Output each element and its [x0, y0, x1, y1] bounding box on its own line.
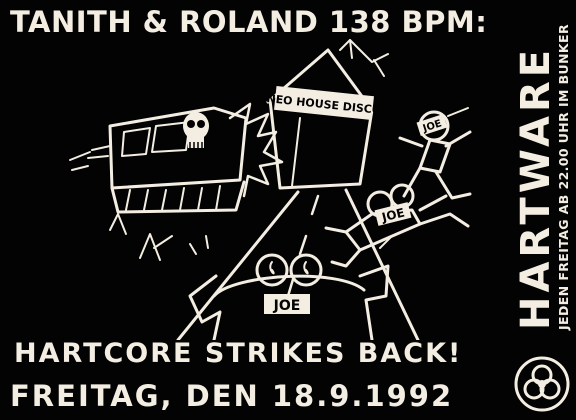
flyer-headline: TANITH & ROLAND 138 BPM:: [10, 5, 488, 39]
skull-icon: [183, 112, 209, 148]
tent-sign: [274, 85, 374, 121]
cartoon-illustration: NEO HOUSE DISCO JOE JOE JOE: [69, 39, 472, 340]
tagline: HARTCORE STRIKES BACK!: [14, 338, 463, 369]
side-divider: [511, 0, 513, 420]
biohazard-icon: [514, 356, 570, 412]
side-brand: HARTWARE: [513, 45, 559, 330]
side-info: JEDEN FREITAG AB 22.00 UHR IM BUNKER: [556, 24, 571, 330]
date-line: FREITAG, DEN 18.9.1992: [10, 379, 454, 413]
joe-tag-front: JOE: [273, 298, 301, 314]
joe-tag-middle: JOE: [379, 205, 406, 224]
